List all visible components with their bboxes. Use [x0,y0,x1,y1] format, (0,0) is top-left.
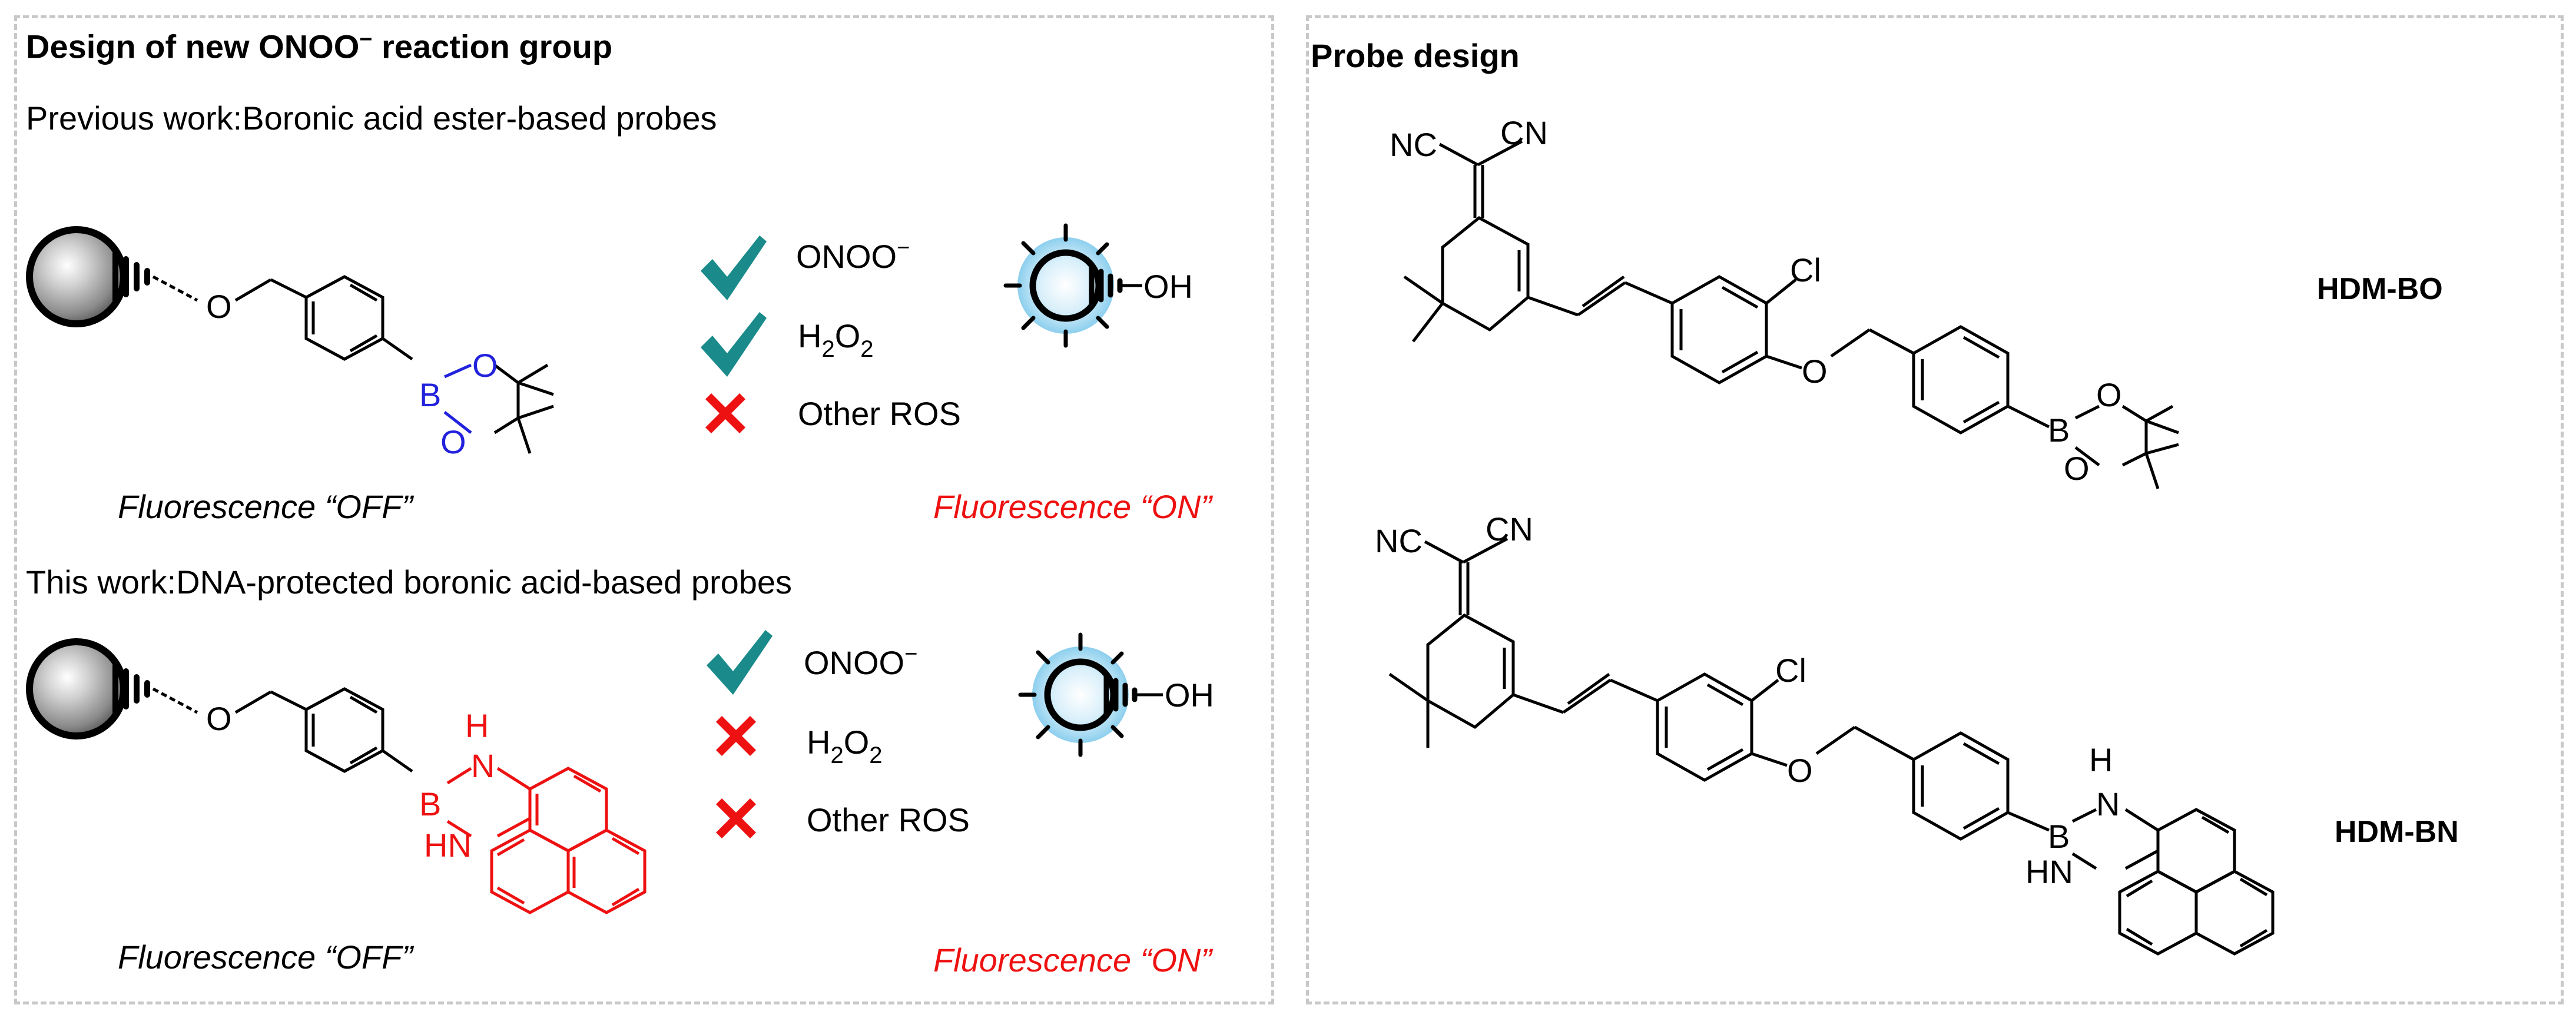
current-on-label: Fluorescence “ON” [933,941,1213,979]
probe1-o1: O [2096,376,2122,413]
title-prefix: Design of new ONOO [26,28,360,65]
cross-icon [716,798,756,838]
right-panel [1306,15,2564,1004]
previous-boronate-bonds [443,363,472,434]
probe1-o-ether: O [1802,353,1828,390]
previous-oh-label: OH [1143,268,1193,305]
previous-onoo-label: ONOO− [796,236,910,275]
previous-boron-o-top: O [472,347,498,384]
previous-other-ros-label: Other ROS [798,395,961,432]
current-ether-o: O [206,700,232,737]
current-selectivity-list: ONOO− H2O2 Other ROS [707,630,970,838]
probe2-n-top: N [2096,785,2120,823]
check-icon [707,630,773,695]
previous-work-heading: Previous work:Boronic acid ester-based p… [26,100,717,137]
left-panel-title: Design of new ONOO− reaction group [26,27,612,66]
probe2-bonds [1388,537,2275,956]
probe1-name: HDM-BO [2317,272,2443,306]
probe2-b: B [2048,818,2070,855]
probe2-h-top: H [2089,741,2113,778]
fluorophore-off-icon [29,642,147,736]
title-sup: − [359,27,373,52]
current-nh-bottom: HN [424,827,472,864]
previous-ether-o: O [206,288,232,325]
probe1-cn: CN [1500,114,1548,151]
previous-probe-structure: O B O O [29,230,554,460]
title-suffix: reaction group [372,28,613,65]
check-icon [701,236,767,300]
probe2-cn: CN [1486,510,1533,548]
cross-icon [705,393,745,433]
probe2-nc: NC [1375,522,1423,559]
probe1-b: B [2048,412,2070,449]
probe2-o-ether: O [1787,752,1813,789]
cross-icon [716,716,756,756]
previous-off-label: Fluorescence “OFF” [118,488,414,525]
current-onoo-label: ONOO− [804,642,917,681]
current-probe-structure: O B H N HN [29,642,647,914]
previous-boron-o-bottom: O [440,423,466,460]
current-off-label: Fluorescence “OFF” [118,939,414,976]
left-panel [14,15,1274,1004]
previous-linker-bonds [152,275,413,361]
right-panel-title: Probe design [1311,37,1520,74]
fluorophore-on-icon [1006,226,1120,346]
current-h2o2-label: H2O2 [807,724,883,768]
check-icon [701,312,767,377]
probe1-nc: NC [1390,126,1437,163]
previous-on-label: Fluorescence “ON” [933,488,1213,525]
probe1-bonds [1403,140,2179,489]
current-nh-top-n: N [471,747,495,784]
probe2-name: HDM-BN [2335,815,2459,849]
fluorophore-on-icon [1020,635,1135,755]
current-nh-top-h: H [465,707,489,744]
probe1-o2: O [2064,450,2090,487]
probe2-cl: Cl [1775,652,1806,689]
previous-boron-b: B [419,376,441,413]
previous-selectivity-list: ONOO− H2O2 Other ROS [701,236,961,433]
this-work-heading: This work:DNA-protected boronic acid-bas… [26,563,793,601]
current-oh-label: OH [1165,677,1214,714]
fluorophore-off-icon [29,230,147,324]
probe2-hn-bottom: HN [2025,853,2073,890]
current-boron-b: B [419,785,441,823]
previous-h2o2-label: H2O2 [798,317,874,362]
probe1-cl: Cl [1790,251,1821,288]
current-other-ros-label: Other ROS [807,801,970,838]
